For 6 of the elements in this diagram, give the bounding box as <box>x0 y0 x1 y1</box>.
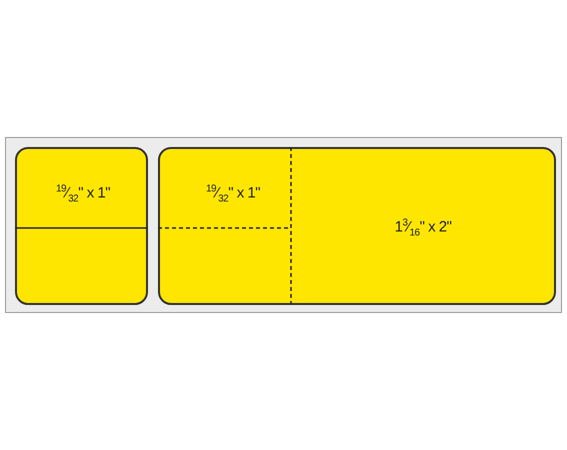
label-shape <box>158 147 556 305</box>
label-shape <box>15 147 148 305</box>
backing-sheet <box>5 137 562 313</box>
size-text: 1$^{3}$⁄$_{16}$" x 2" <box>394 218 452 236</box>
size-text: $^{19}$⁄$_{32}$" x 1" <box>206 184 260 202</box>
size-text: $^{19}$⁄$_{32}$" x 1" <box>56 184 110 202</box>
